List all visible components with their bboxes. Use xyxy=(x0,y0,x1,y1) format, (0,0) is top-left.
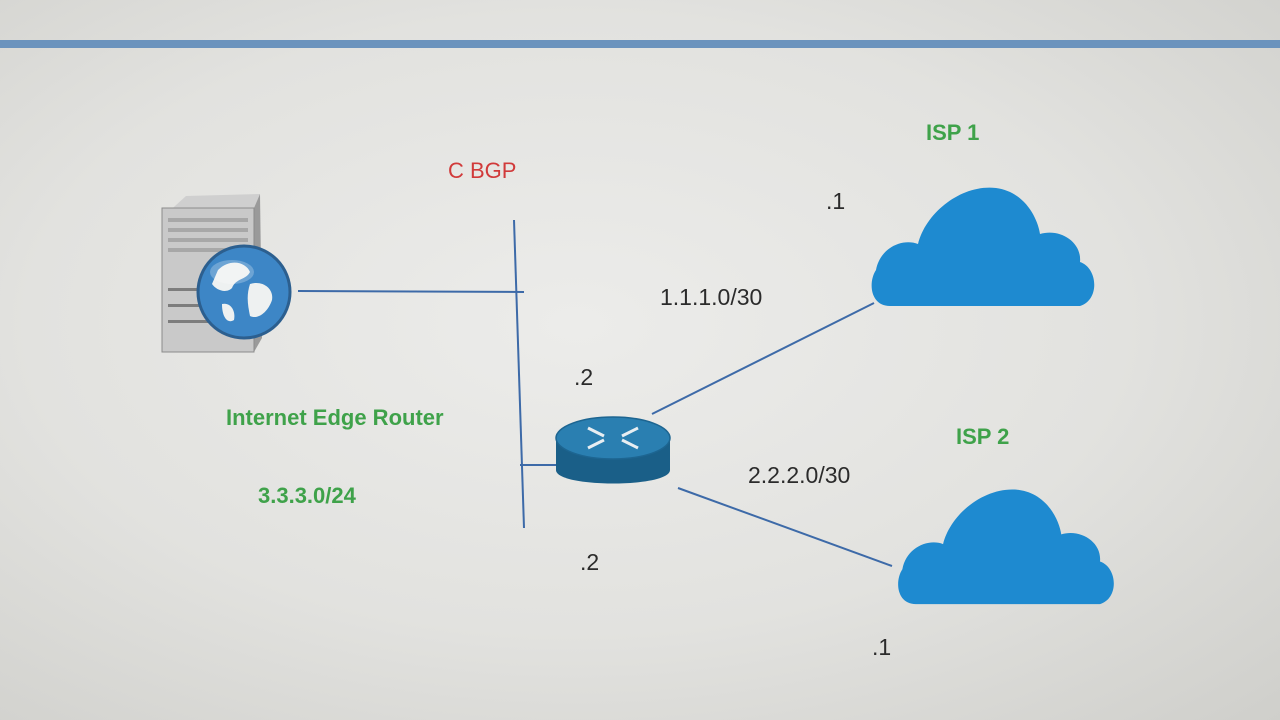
isp2-label: ISP 2 xyxy=(956,424,1010,449)
header-rule xyxy=(0,40,1280,48)
server-link-line xyxy=(297,290,525,293)
router-isp1-host-label: .2 xyxy=(574,364,594,390)
cbgp-label: C BGP xyxy=(448,158,517,183)
isp2-host-label: .1 xyxy=(872,634,892,660)
isp2-cloud-icon xyxy=(898,489,1114,605)
isp2-subnet-label: 2.2.2.0/30 xyxy=(748,462,851,488)
lan-subnet-label: 3.3.3.0/24 xyxy=(258,483,356,508)
isp1-label: ISP 1 xyxy=(926,120,980,145)
lan-segment-line xyxy=(513,219,525,529)
isp1-cloud-icon xyxy=(871,187,1095,306)
isp1-link-line xyxy=(651,302,875,415)
server-globe-icon xyxy=(161,194,292,353)
isp1-host-label: .1 xyxy=(826,188,846,214)
router-isp2-host-label: .2 xyxy=(580,549,600,575)
isp1-subnet-label: 1.1.1.0/30 xyxy=(660,284,763,310)
isp2-link-line xyxy=(677,487,893,567)
edge-router-label: Internet Edge Router xyxy=(226,405,444,430)
router-icon xyxy=(555,416,671,484)
